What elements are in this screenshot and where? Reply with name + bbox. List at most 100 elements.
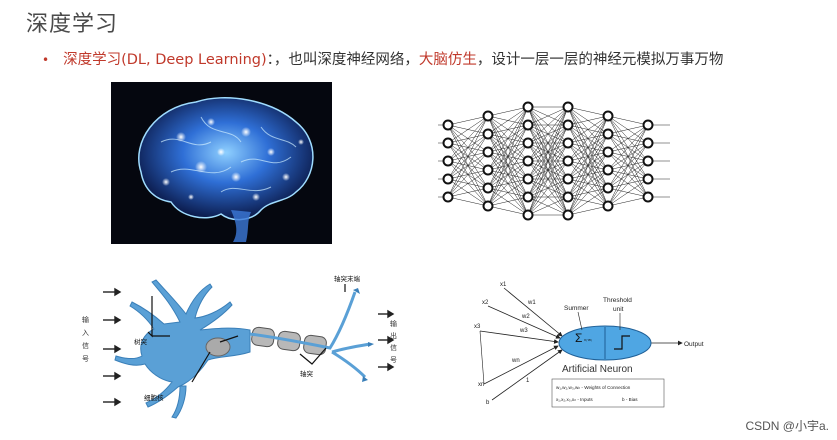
network-node bbox=[484, 148, 493, 157]
network-node bbox=[444, 121, 453, 130]
network-node bbox=[484, 166, 493, 175]
bullet-line: •深度学习(DL, Deep Learning)：，也叫深度神经网络，大脑仿生，… bbox=[42, 48, 723, 69]
network-node bbox=[644, 193, 653, 202]
weight-w2: w2 bbox=[521, 314, 530, 320]
page-title: 深度学习 bbox=[26, 6, 118, 38]
network-node bbox=[484, 112, 493, 121]
network-connection bbox=[608, 161, 648, 206]
legend-box bbox=[552, 379, 664, 407]
legend-bias: b - Bias bbox=[622, 397, 638, 402]
network-node bbox=[484, 184, 493, 193]
network-connection bbox=[568, 116, 608, 215]
threshold-label: Threshold bbox=[603, 297, 632, 304]
network-connection bbox=[568, 116, 608, 197]
network-connection bbox=[448, 116, 488, 161]
bullet-term: 深度学习(DL, Deep Learning) bbox=[63, 52, 267, 68]
network-connection bbox=[448, 134, 488, 197]
network-node bbox=[524, 121, 533, 130]
network-connection bbox=[448, 116, 488, 125]
network-node bbox=[604, 166, 613, 175]
network-connection bbox=[488, 107, 528, 116]
brain-image bbox=[111, 82, 332, 244]
legend-weights: w₁,w₂,w₃,wₙ - Weights of Connection bbox=[556, 385, 631, 390]
bullet-text-2: ，设计一层一层的神经元模拟万事万物 bbox=[477, 52, 724, 68]
network-node bbox=[604, 148, 613, 157]
summation-icon: Σ bbox=[575, 331, 582, 345]
network-connection bbox=[448, 116, 488, 143]
artificial-neuron-title: Artificial Neuron bbox=[562, 364, 633, 375]
network-connection bbox=[488, 197, 528, 206]
network-node bbox=[444, 139, 453, 148]
network-connection bbox=[488, 107, 528, 188]
network-node bbox=[444, 175, 453, 184]
weight-w1: w1 bbox=[527, 300, 536, 306]
weight-bias: 1 bbox=[526, 378, 530, 384]
network-node bbox=[524, 157, 533, 166]
dendrite-label: 树突 bbox=[134, 337, 148, 346]
network-connection bbox=[488, 107, 528, 152]
network-connection bbox=[568, 116, 608, 161]
input-arrows bbox=[103, 289, 120, 405]
network-connection bbox=[568, 152, 608, 215]
network-node bbox=[564, 103, 573, 112]
network-connection bbox=[608, 125, 648, 188]
output-label: Output bbox=[684, 341, 704, 348]
network-connection bbox=[568, 116, 608, 179]
input-signal-label: 输 入 信 号 bbox=[82, 315, 89, 363]
footer-watermark: CSDN @小宇a. bbox=[745, 417, 829, 434]
network-connection bbox=[608, 125, 648, 170]
network-connection bbox=[448, 116, 488, 179]
network-node bbox=[444, 193, 453, 202]
network-node bbox=[564, 139, 573, 148]
network-node bbox=[564, 121, 573, 130]
network-connection bbox=[568, 188, 608, 215]
network-connection bbox=[568, 170, 608, 215]
network-node bbox=[524, 139, 533, 148]
network-connection bbox=[608, 143, 648, 206]
network-node bbox=[524, 211, 533, 220]
network-node bbox=[564, 157, 573, 166]
network-connection bbox=[448, 152, 488, 197]
network-connection bbox=[568, 206, 608, 215]
input-xn: xn bbox=[478, 382, 484, 388]
network-connection bbox=[448, 188, 488, 197]
summer-label: Summer bbox=[564, 305, 589, 312]
bullet-text-1: ：，也叫深度神经网络， bbox=[267, 52, 419, 68]
network-connection bbox=[488, 125, 528, 206]
network-connection bbox=[608, 179, 648, 206]
input-x2: x2 bbox=[482, 300, 489, 306]
network-connection bbox=[488, 107, 528, 170]
network-node bbox=[644, 157, 653, 166]
svg-text:输: 输 bbox=[390, 319, 397, 328]
input-ellipsis-line bbox=[480, 331, 484, 384]
network-connection bbox=[568, 134, 608, 215]
legend-inputs: x₁,x₂,x₃,xₙ - Inputs bbox=[556, 397, 593, 402]
svg-text:号: 号 bbox=[390, 356, 397, 364]
svg-text:出: 出 bbox=[390, 331, 397, 340]
network-node bbox=[564, 193, 573, 202]
axon-terminal-label: 轴突末端 bbox=[334, 274, 361, 283]
network-node bbox=[564, 175, 573, 184]
svg-text:输: 输 bbox=[82, 315, 89, 324]
network-node bbox=[484, 202, 493, 211]
svg-text:信: 信 bbox=[390, 343, 397, 352]
neural-network-diagram bbox=[438, 86, 698, 236]
input-x3: x3 bbox=[474, 324, 481, 330]
svg-text:入: 入 bbox=[82, 329, 89, 337]
network-connection bbox=[488, 143, 528, 206]
network-connection bbox=[608, 116, 648, 125]
input-bias: b bbox=[486, 400, 490, 406]
network-connection bbox=[568, 116, 608, 125]
network-node bbox=[524, 103, 533, 112]
input-x1: x1 bbox=[500, 282, 507, 288]
axon-label: 轴突 bbox=[300, 369, 314, 378]
network-node bbox=[524, 193, 533, 202]
bullet-dot: • bbox=[42, 53, 49, 67]
svg-text:号: 号 bbox=[82, 355, 89, 363]
network-node bbox=[604, 202, 613, 211]
network-node bbox=[484, 130, 493, 139]
network-connection bbox=[448, 197, 488, 206]
network-node bbox=[564, 211, 573, 220]
network-node bbox=[604, 112, 613, 121]
network-node bbox=[644, 139, 653, 148]
